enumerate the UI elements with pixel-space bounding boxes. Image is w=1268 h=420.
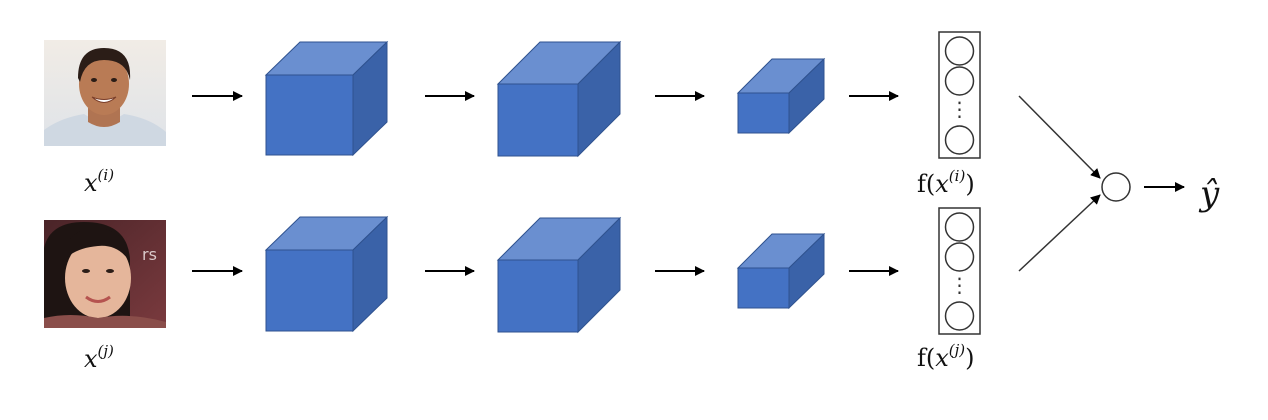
conv-block-i-3	[736, 57, 826, 135]
input-label-i: x(i)	[84, 166, 114, 197]
output-label: ŷ	[1198, 174, 1220, 214]
embedding-unit-circle	[944, 36, 975, 66]
embedding-unit-circle	[944, 242, 975, 272]
row-i: x(i) ⋮ f(x(i))	[44, 31, 981, 198]
row-j: rs x(j)	[44, 207, 981, 373]
embedding-vector-j: ⋮	[938, 207, 981, 335]
merge-line-j	[1018, 194, 1101, 272]
conv-block-j-1	[264, 215, 389, 333]
embedding-dots-i: ⋮	[950, 97, 970, 121]
embedding-unit-circle	[944, 66, 975, 96]
embedding-unit-circle	[944, 125, 975, 155]
svg-text:rs: rs	[142, 245, 157, 264]
conv-block-j-3	[736, 232, 826, 310]
merge-line-i	[1018, 95, 1101, 179]
embedding-label-i: f(x(i))	[917, 167, 975, 198]
comparison-section: ŷ	[1018, 95, 1220, 272]
input-label-j: x(j)	[84, 342, 114, 373]
embedding-dots-j: ⋮	[950, 273, 970, 297]
conv-block-j-2	[496, 216, 622, 334]
embedding-unit-circle	[944, 301, 975, 331]
conv-block-i-1	[264, 40, 389, 157]
input-photo-j: rs	[44, 220, 166, 328]
embedding-unit-circle	[944, 212, 975, 242]
output-node	[1101, 172, 1131, 202]
embedding-label-j: f(x(j))	[917, 341, 975, 372]
input-photo-i	[44, 40, 166, 146]
conv-block-i-2	[496, 40, 622, 158]
embedding-vector-i: ⋮	[938, 31, 981, 159]
